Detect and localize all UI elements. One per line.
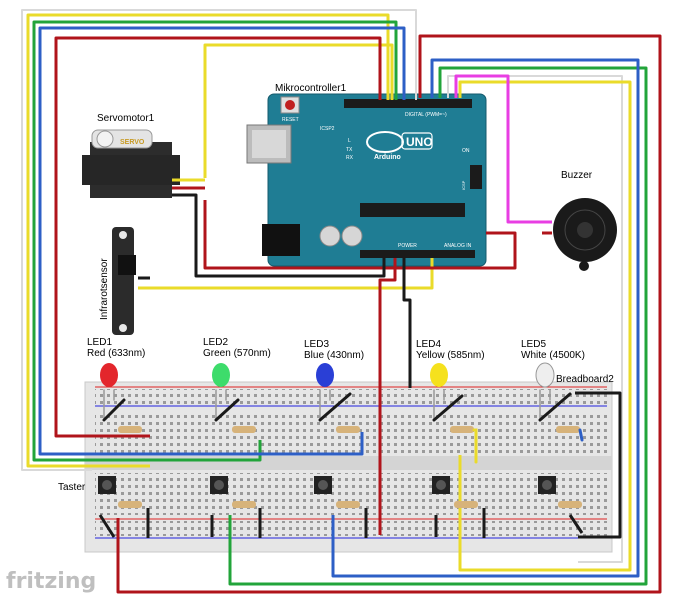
led-resistor-rows (102, 389, 584, 464)
led2-id: LED2 (203, 337, 228, 348)
push-buttons (98, 476, 584, 538)
pushbutton-1 (98, 476, 150, 538)
led1-id: LED1 (87, 337, 112, 348)
buzzer-label: Buzzer (561, 170, 593, 181)
ir-sensor-label: Infrarotsensor (99, 258, 110, 320)
pushbutton-2 (210, 476, 262, 538)
led3-id: LED3 (304, 339, 329, 350)
servo-motor: SERVO (82, 129, 180, 198)
infrared-sensor (112, 227, 136, 335)
breadboard (84, 381, 613, 553)
led-body (430, 363, 448, 387)
led1-name: Red (633nm) (87, 348, 145, 359)
rx-label: RX (346, 155, 354, 161)
led1: LED1 Red (633nm) (87, 337, 145, 387)
fritzing-logo: fritzing (6, 569, 96, 594)
led-body (535, 362, 555, 388)
analog-label: ANALOG IN (444, 243, 472, 249)
led4-name: Yellow (585nm) (416, 350, 485, 361)
led1-legs (102, 389, 142, 433)
led4: LED4 Yellow (585nm) (416, 339, 485, 387)
led-body (212, 363, 230, 387)
led2: LED2 Green (570nm) (203, 337, 271, 387)
led5: LED5 White (4500K) (521, 339, 585, 388)
led2-name: Green (570nm) (203, 348, 271, 359)
led5-name: White (4500K) (521, 350, 585, 361)
digital-label: DIGITAL (PWM=~) (405, 112, 447, 118)
taster-label: Taster (58, 482, 86, 493)
uno-label: UNO (406, 135, 433, 149)
arduino-uno-board: RESET ICSP2 DIGITAL (PWM=~) Arduino UNO … (246, 93, 487, 267)
pushbutton-3 (314, 476, 368, 538)
on-label: ON (462, 148, 470, 154)
breadboard-label: Breadboard2 (556, 374, 614, 385)
icsp-label: ICSP (461, 180, 466, 190)
l-label: L (348, 138, 351, 144)
buzzer (553, 198, 617, 271)
servo-brand-label: SERVO (120, 139, 145, 146)
reset-label: RESET (282, 117, 299, 123)
tx-label: TX (346, 147, 353, 153)
led3-legs (318, 389, 360, 433)
led5-id: LED5 (521, 339, 546, 350)
pushbutton-4 (432, 476, 486, 538)
pushbutton-5 (538, 476, 584, 534)
led2-legs (214, 389, 256, 433)
microcontroller-label: Mikrocontroller1 (275, 83, 347, 94)
led3-name: Blue (430nm) (304, 350, 364, 361)
wires (21, 9, 662, 594)
led-body (100, 363, 118, 387)
servo-label: Servomotor1 (97, 113, 155, 124)
icsp2-label: ICSP2 (320, 126, 335, 132)
led5-legs (538, 389, 584, 442)
led4-legs (432, 389, 478, 464)
led3: LED3 Blue (430nm) (304, 339, 364, 387)
led4-id: LED4 (416, 339, 441, 350)
led-body (316, 363, 334, 387)
power-label: POWER (398, 243, 417, 249)
arduino-label: Arduino (374, 154, 401, 161)
